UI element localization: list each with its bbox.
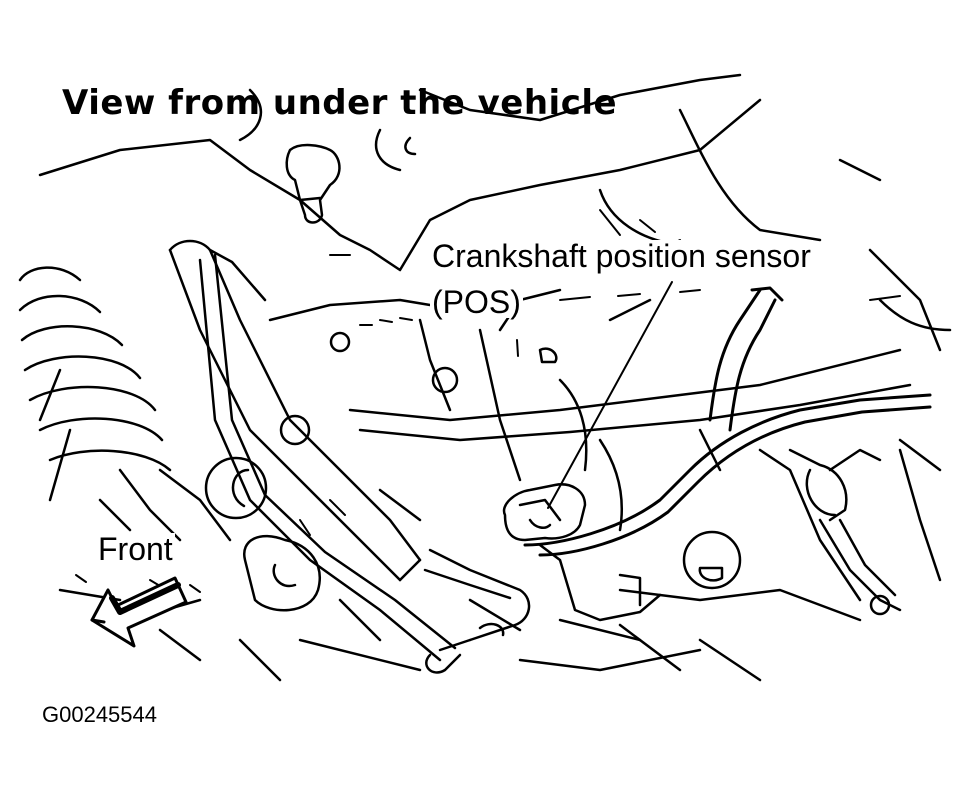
subframe-lower bbox=[38, 368, 862, 682]
figure-title: View from under the vehicle bbox=[62, 83, 618, 123]
pipe-lines bbox=[198, 253, 531, 674]
crankshaft-sensor bbox=[502, 483, 662, 622]
sensor-leader-line bbox=[547, 281, 673, 509]
right-side-connector bbox=[758, 438, 942, 612]
front-direction-label: Front bbox=[96, 531, 175, 567]
engine-block-outline bbox=[38, 73, 952, 352]
front-arrow-icon bbox=[90, 576, 188, 648]
sensor-abbreviation-label: (POS) bbox=[430, 284, 523, 320]
stud-bolt-top bbox=[285, 143, 341, 224]
coolant-hose bbox=[168, 239, 422, 582]
figure-id: G00245544 bbox=[42, 702, 157, 727]
mounting-bosses bbox=[204, 331, 891, 616]
sensor-harness bbox=[523, 286, 932, 557]
sensor-label: Crankshaft position sensor bbox=[430, 238, 813, 274]
